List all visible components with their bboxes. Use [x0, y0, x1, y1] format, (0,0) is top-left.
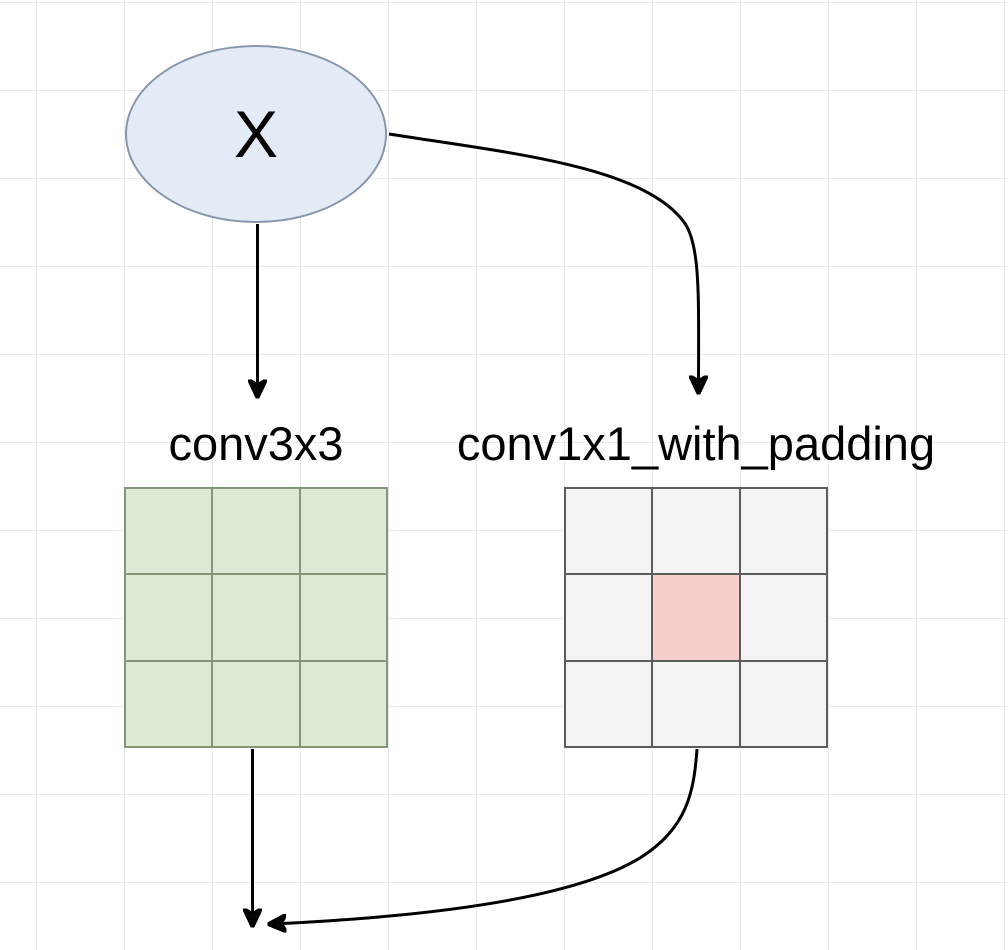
edge-conv1x1-to-merge [270, 748, 699, 924]
node-input-label: X [233, 97, 279, 171]
edge-x-to-conv1x1-with-padding [388, 132, 699, 392]
kernel-cell [565, 660, 653, 747]
kernel-cell [739, 660, 827, 747]
kernel-cell [652, 574, 740, 661]
kernel-cell [299, 574, 387, 661]
node-input-x: X [125, 45, 387, 223]
label-conv3x3: conv3x3 [168, 417, 344, 470]
kernel-grid-conv3x3 [124, 487, 388, 748]
kernel-cell [739, 488, 827, 575]
kernel-cell [125, 488, 213, 575]
kernel-cell [125, 574, 213, 661]
kernel-cell [565, 488, 653, 575]
kernel-cell [739, 574, 827, 661]
kernel-cell [652, 488, 740, 575]
label-conv1x1-with-padding: conv1x1_with_padding [456, 417, 936, 470]
kernel-cell [565, 574, 653, 661]
kernel-cell [652, 660, 740, 747]
kernel-cell [212, 660, 300, 747]
kernel-cell [212, 574, 300, 661]
kernel-cell [299, 488, 387, 575]
kernel-cell [299, 660, 387, 747]
kernel-grid-conv1x1-with-padding [564, 487, 828, 748]
kernel-cell [125, 660, 213, 747]
kernel-cell [212, 488, 300, 575]
